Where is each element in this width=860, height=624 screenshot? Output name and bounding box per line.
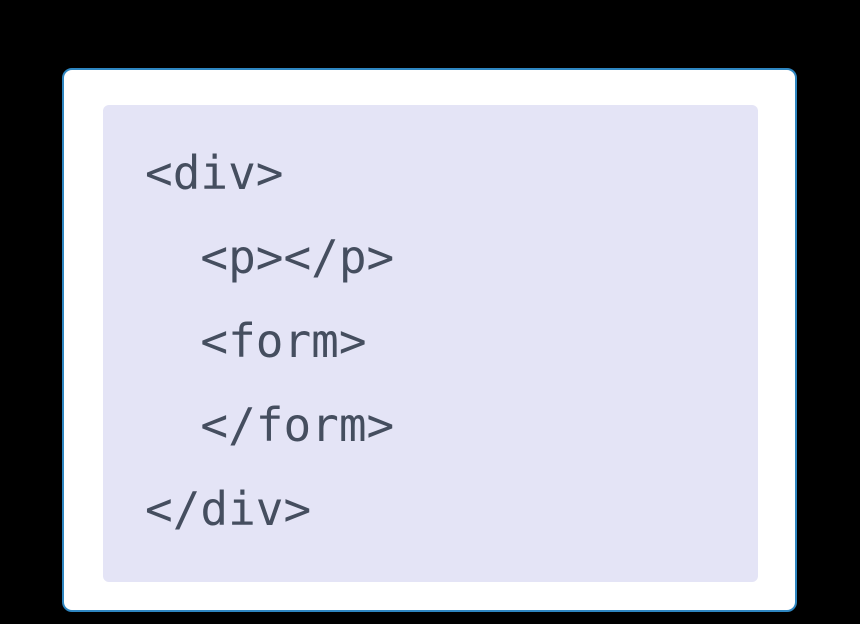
code-line-form-open: <form> xyxy=(145,314,367,368)
code-snippet-block: <div> <p></p> <form> </form> </div> xyxy=(103,105,758,582)
code-line-div-open: <div> xyxy=(145,146,284,200)
code-line-form-close: </form> xyxy=(145,398,395,452)
code-card: <div> <p></p> <form> </form> </div> xyxy=(62,68,797,612)
code-line-p: <p></p> xyxy=(145,230,395,284)
code-line-div-close: </div> xyxy=(145,482,312,536)
